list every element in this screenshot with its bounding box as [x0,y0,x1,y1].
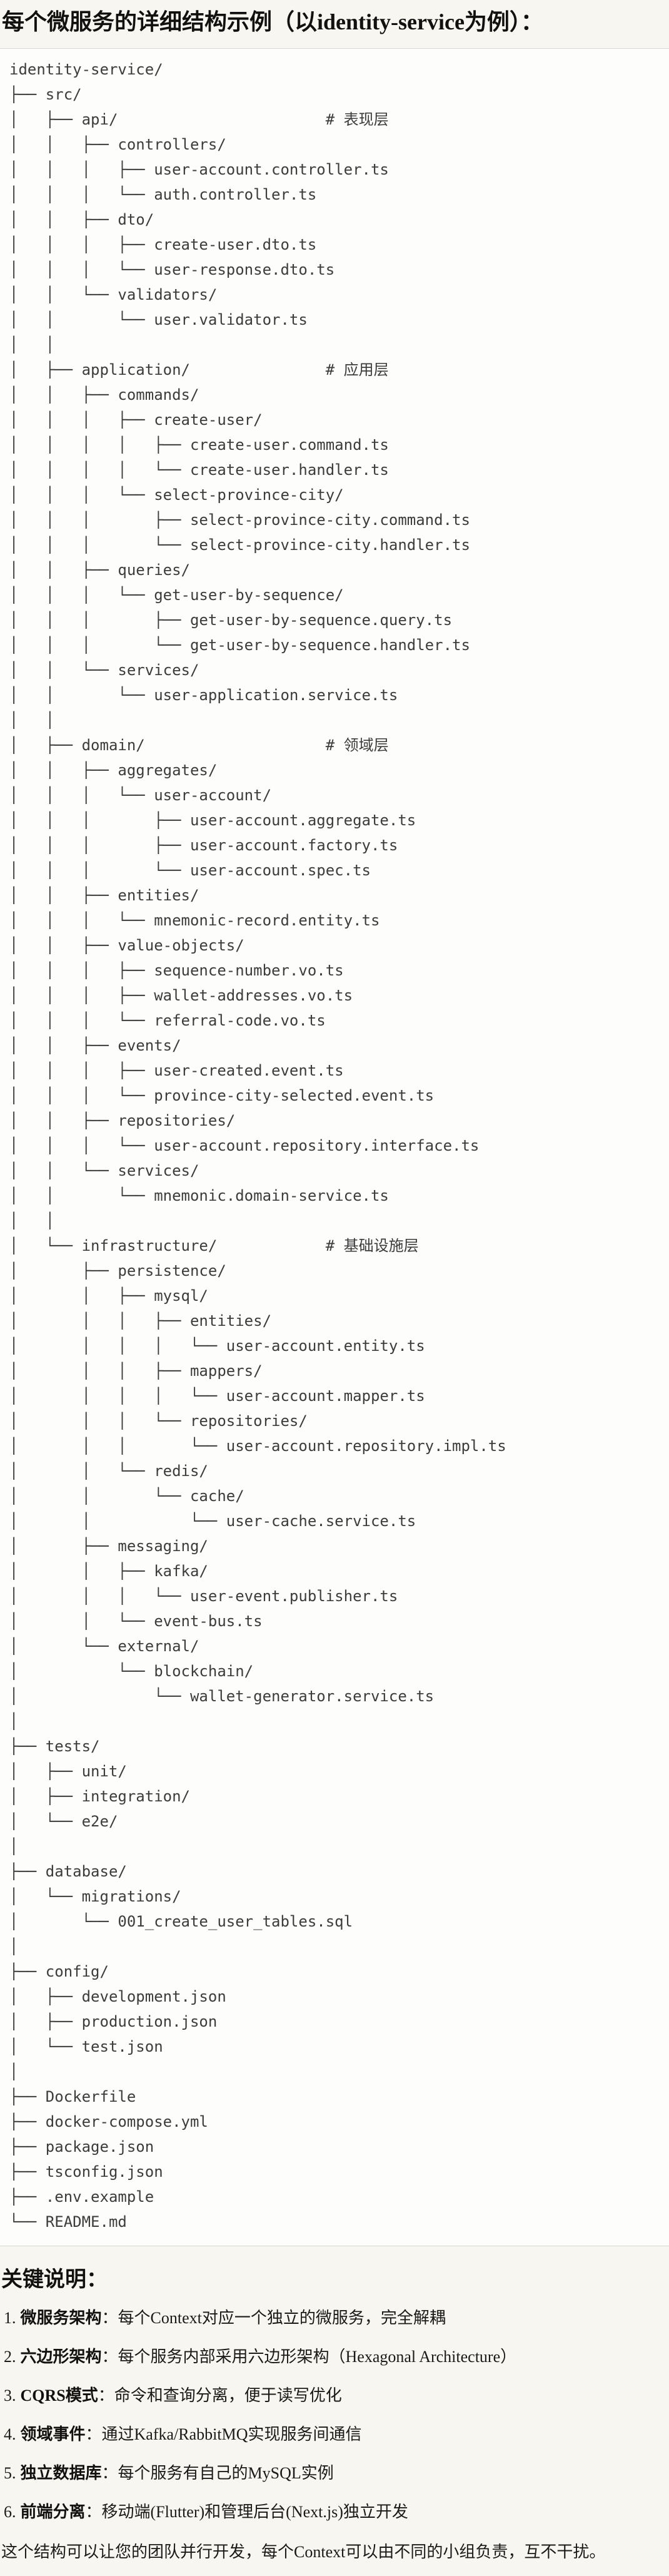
note-label: 领域事件 [20,2425,86,2443]
note-item-domain-events: 4.领域事件：通过Kafka/RabbitMQ实现服务间通信 [4,2424,660,2445]
note-text: ：每个服务有自己的MySQL实例 [101,2464,334,2482]
note-item-microservice: 1.微服务架构：每个Context对应一个独立的微服务，完全解耦 [4,2308,660,2329]
page-header: 每个微服务的详细结构示例（以identity-service为例）： [0,0,669,48]
notes-section: 关键说明： 1.微服务架构：每个Context对应一个独立的微服务，完全解耦 2… [0,2246,669,2563]
note-item-frontend-split: 6.前端分离：移动端(Flutter)和管理后台(Next.js)独立开发 [4,2502,660,2523]
notes-heading: 关键说明： [1,2268,108,2291]
note-item-cqrs: 3.CQRS模式：命令和查询分离，便于读写优化 [4,2385,660,2406]
note-label: 前端分离 [20,2503,86,2521]
note-text: ：移动端(Flutter)和管理后台(Next.js)独立开发 [85,2503,408,2521]
note-number: 6. [4,2503,16,2521]
note-text: ：通过Kafka/RabbitMQ实现服务间通信 [85,2425,362,2443]
note-label: 六边形架构 [20,2348,102,2366]
file-tree: identity-service/ ├── src/ │ ├── api/ # … [9,61,506,2231]
note-text: ：每个Context对应一个独立的微服务，完全解耦 [101,2309,446,2327]
page-title: 每个微服务的详细结构示例（以identity-service为例）： [2,9,543,34]
code-block-panel: identity-service/ ├── src/ │ ├── api/ # … [0,48,669,2246]
note-label: 独立数据库 [20,2464,102,2482]
note-number: 1. [4,2309,16,2327]
note-number: 5. [4,2464,16,2482]
note-number: 2. [4,2348,16,2366]
note-text: ：每个服务内部采用六边形架构（Hexagonal Architecture） [101,2348,517,2366]
note-item-independent-db: 5.独立数据库：每个服务有自己的MySQL实例 [4,2463,660,2484]
note-label: 微服务架构 [20,2309,102,2327]
note-text: ：命令和查询分离，便于读写优化 [98,2386,342,2405]
note-item-hexagonal: 2.六边形架构：每个服务内部采用六边形架构（Hexagonal Architec… [4,2346,660,2368]
closing-paragraph: 这个结构可以让您的团队并行开发，每个Context可以由不同的小组负责，互不干扰… [1,2543,606,2561]
note-label: CQRS模式 [20,2386,98,2405]
note-number: 3. [4,2386,16,2405]
note-number: 4. [4,2425,16,2443]
